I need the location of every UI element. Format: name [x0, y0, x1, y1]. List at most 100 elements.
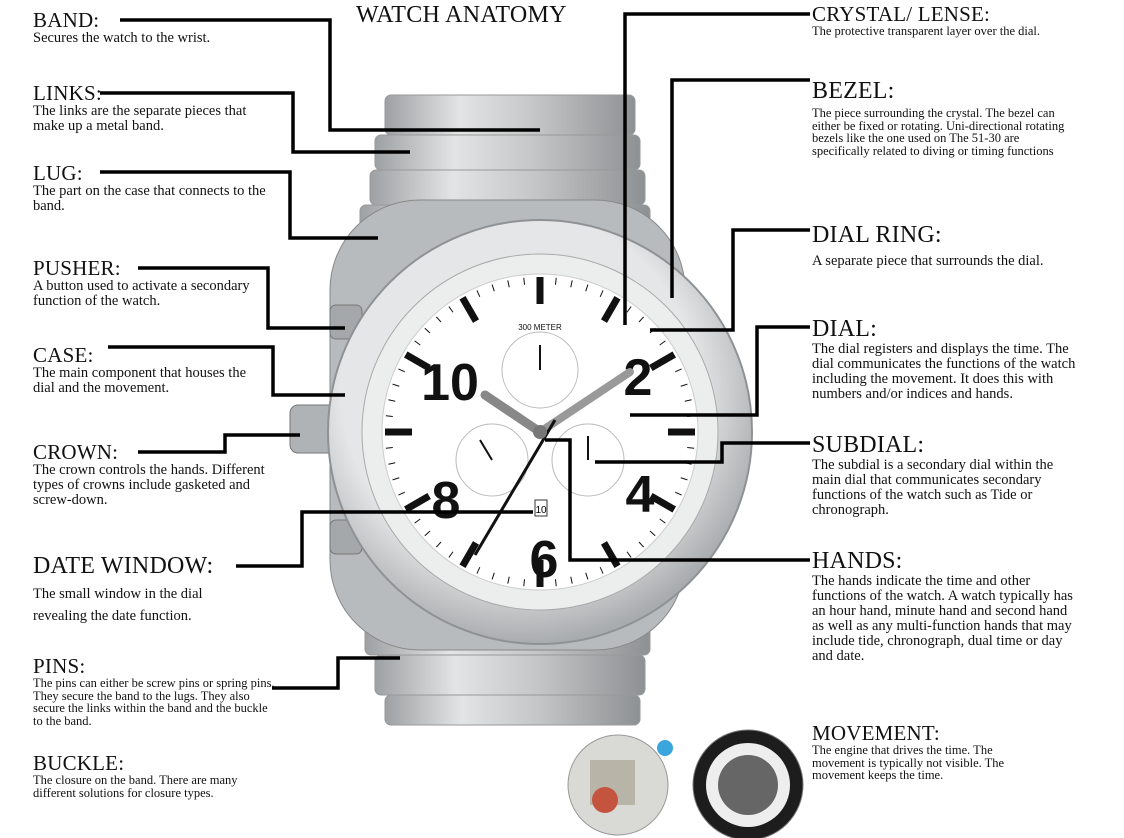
minute-tick: [554, 579, 557, 587]
minute-tick: [638, 316, 645, 323]
minute-tick: [523, 579, 526, 587]
numeral-2: 2: [624, 349, 653, 407]
leader-crystal: [623, 12, 810, 325]
minute-tick: [675, 491, 682, 496]
description: The hands indicate the time and other fu…: [812, 573, 1073, 664]
date-value: 10: [535, 505, 547, 516]
minute-tick: [599, 290, 604, 297]
minute-tick: [687, 446, 695, 449]
heading: PUSHER:: [33, 256, 121, 280]
heading: CROWN:: [33, 440, 119, 464]
leader-dial-ring: [650, 228, 810, 332]
leader-pins: [272, 656, 400, 690]
minute-tick: [385, 415, 393, 418]
minute-tick: [491, 284, 495, 292]
label-hands: HANDS: The hands indicate the time and o…: [812, 548, 1077, 664]
label-crystal: CRYSTAL/ LENSE: The protective transpare…: [812, 3, 1052, 38]
minute-tick: [585, 284, 589, 292]
leader-hands: [545, 438, 810, 562]
hour-index: [459, 296, 480, 323]
leader-band: [120, 18, 540, 132]
label-subdial: SUBDIAL: The subdial is a secondary dial…: [812, 432, 1077, 518]
minute-tick: [424, 327, 431, 334]
minute-tick: [448, 306, 454, 313]
minute-tick: [659, 340, 666, 346]
description: The small window in the dial revealing t…: [33, 586, 203, 624]
label-bezel: BEZEL: The piece surrounding the crystal…: [812, 78, 1077, 157]
minute-tick: [385, 446, 393, 449]
hour-index: [649, 351, 676, 372]
minute-tick: [638, 541, 645, 548]
hour-index: [459, 541, 480, 568]
hour-index: [600, 296, 621, 323]
minute-tick: [435, 541, 442, 548]
depth-label: 300 METER: [518, 323, 562, 332]
leader-crown: [138, 433, 300, 454]
description: The crown controls the hands. Different …: [33, 462, 265, 508]
minute-tick: [435, 316, 442, 323]
minute-tick: [414, 518, 421, 524]
heading: CRYSTAL/ LENSE:: [812, 2, 991, 26]
description: The links are the separate pieces that m…: [33, 103, 247, 134]
leader-bezel: [670, 78, 810, 298]
label-dial: DIAL: The dial registers and displays th…: [812, 316, 1082, 402]
description: The closure on the band. There are many …: [33, 773, 238, 800]
heading: SUBDIAL:: [812, 432, 925, 458]
heading: DATE WINDOW:: [33, 553, 214, 579]
numeral-10: 10: [421, 354, 479, 412]
minute-tick: [626, 551, 632, 558]
leader-dial: [630, 325, 810, 417]
label-pins: PINS: The pins can either be screw pins …: [33, 655, 278, 727]
date-window: [534, 499, 548, 517]
heading: BEZEL:: [812, 78, 895, 104]
hour-index: [404, 492, 431, 513]
minute-tick: [388, 399, 396, 402]
hour-indices: [385, 277, 695, 587]
minute-tick: [491, 572, 495, 580]
heading: BAND:: [33, 8, 100, 32]
leader-date-window: [236, 510, 533, 568]
minute-tick: [398, 491, 405, 496]
description: Secures the watch to the wrist.: [33, 30, 211, 46]
description: The pins can either be screw pins or spr…: [33, 676, 275, 728]
minute-tick: [476, 567, 481, 574]
description: The main component that houses the dial …: [33, 365, 247, 396]
description: The engine that drives the time. The mov…: [812, 743, 1005, 782]
minute-tick: [684, 399, 692, 402]
minute-tick: [424, 530, 431, 537]
minute-tick: [476, 290, 481, 297]
leader-pusher: [138, 266, 345, 330]
hour-index: [649, 492, 676, 513]
heading: MOVEMENT:: [812, 721, 940, 745]
hour-index: [600, 541, 621, 568]
minute-tick: [680, 383, 688, 387]
minute-tick: [585, 572, 589, 580]
minute-tick: [523, 277, 526, 285]
description: A button used to activate a secondary fu…: [33, 278, 250, 309]
label-date-window: DATE WINDOW: The small window in the dia…: [33, 553, 248, 627]
heading: LINKS:: [33, 81, 102, 105]
heading: LUG:: [33, 161, 83, 185]
hour-index: [404, 351, 431, 372]
numeral-6: 6: [530, 531, 559, 589]
description: The part on the case that connects to th…: [33, 183, 266, 214]
minute-tick: [448, 551, 454, 558]
label-pusher: PUSHER: A button used to activate a seco…: [33, 257, 268, 309]
minute-tick: [599, 567, 604, 574]
label-movement: MOVEMENT: The engine that drives the tim…: [812, 722, 1037, 782]
minute-tick: [392, 383, 400, 387]
minute-tick: [675, 368, 682, 373]
heading: HANDS:: [812, 548, 903, 574]
label-band: BAND: Secures the watch to the wrist.: [33, 9, 293, 46]
minute-tick: [680, 477, 688, 481]
description: The subdial is a secondary dial within t…: [812, 457, 1054, 518]
heading: BUCKLE:: [33, 751, 125, 775]
minute-tick: [388, 462, 396, 465]
hands: [473, 368, 634, 556]
minute-tick: [659, 518, 666, 524]
description: The dial registers and displays the time…: [812, 341, 1076, 402]
label-crown: CROWN: The crown controls the hands. Dif…: [33, 441, 278, 508]
minute-tick: [392, 477, 400, 481]
heading: CASE:: [33, 343, 94, 367]
